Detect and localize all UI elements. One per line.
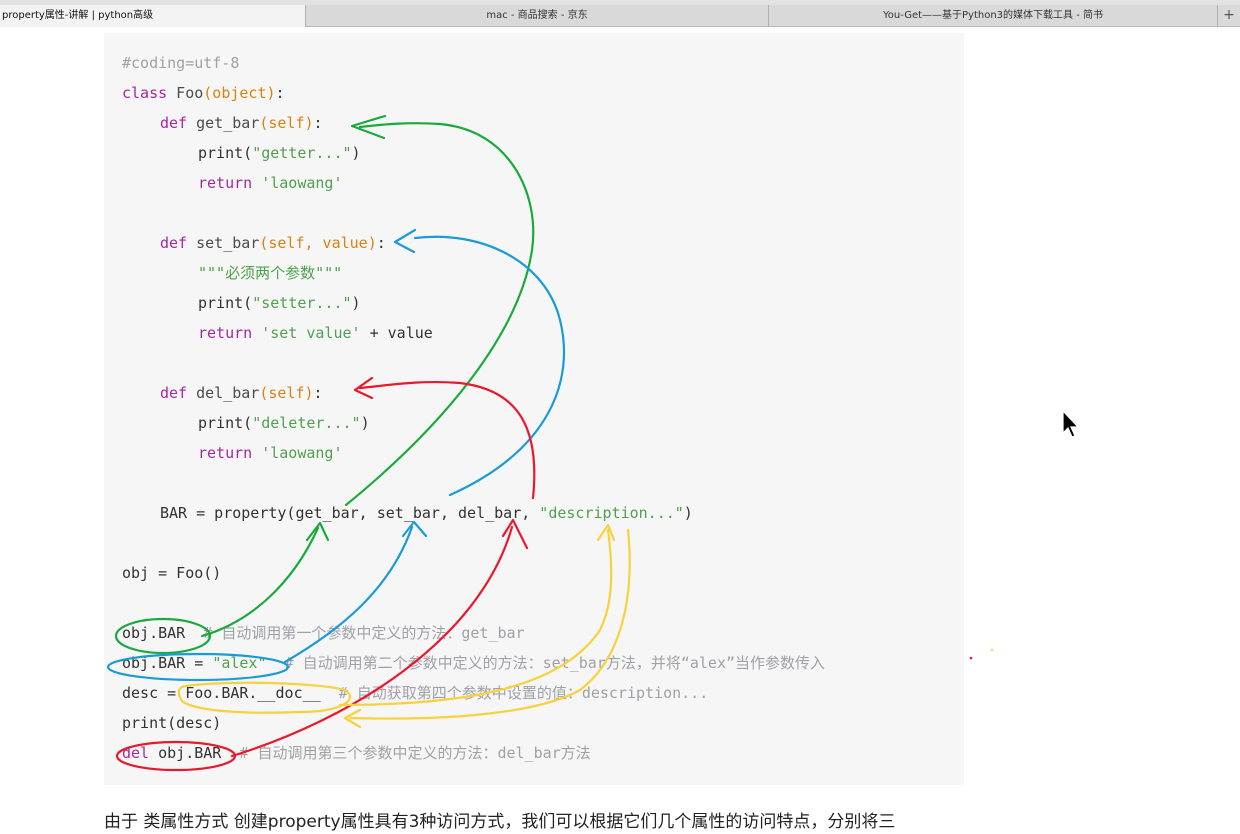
code-line-3: def get_bar(self): xyxy=(160,108,323,138)
green-annotation xyxy=(114,114,535,655)
mouse-cursor-icon xyxy=(1062,410,1080,438)
green-arrow-2 xyxy=(344,122,535,507)
string: "alex" xyxy=(212,654,267,672)
yellow-annotation xyxy=(177,523,631,729)
browser-tab-bar: property属性-讲解 | python高级 mac - 商品搜索 - 京东… xyxy=(0,0,1240,27)
blue-arrow-2 xyxy=(413,235,566,497)
red-arrow-1 xyxy=(230,525,514,758)
function-name: del_bar xyxy=(187,384,260,402)
blue-annotation xyxy=(106,228,566,682)
code-line-4: print("getter...") xyxy=(198,138,361,168)
yellow-arrowhead-2 xyxy=(343,708,362,729)
string: 'laowang' xyxy=(252,174,343,192)
colon: : xyxy=(275,84,285,102)
params: (object) xyxy=(203,84,276,102)
red-circle-del-obj-bar xyxy=(115,740,237,772)
code-text: ) xyxy=(351,294,361,312)
tab-property-lecture[interactable]: property属性-讲解 | python高级 xyxy=(0,5,306,27)
code-line-10: def del_bar(self): xyxy=(160,378,323,408)
code-line-18: print(desc) xyxy=(122,714,222,732)
code-line-14: obj = Foo() xyxy=(122,564,222,582)
keyword: class xyxy=(122,84,168,102)
colon: : xyxy=(376,234,386,252)
code-line-11: print("deleter...") xyxy=(198,408,370,438)
class-name: Foo xyxy=(167,84,204,102)
code-line-2: class Foo(object): xyxy=(122,78,285,108)
red-arrowhead-2 xyxy=(353,376,374,400)
green-circle-obj-bar xyxy=(114,617,212,655)
code-text: ) xyxy=(360,414,370,432)
code-line-15: obj.BAR # 自动调用第一个参数中定义的方法：get_bar xyxy=(122,618,525,648)
keyword: def xyxy=(160,234,188,252)
keyword: def xyxy=(160,114,188,132)
yellow-arrowhead-1 xyxy=(596,523,616,542)
code-text: obj.BAR = xyxy=(122,654,213,672)
comment: # 自动调用第一个参数中定义的方法：get_bar xyxy=(203,624,525,642)
red-arrowhead-1 xyxy=(501,518,529,550)
function-name: get_bar xyxy=(187,114,260,132)
code-line-1: #coding=utf-8 xyxy=(122,54,240,72)
blue-arrowhead-2 xyxy=(393,228,417,254)
code-text: ) xyxy=(683,504,693,522)
colon: : xyxy=(313,384,323,402)
tab-jd-search[interactable]: mac - 商品搜索 - 京东 xyxy=(306,5,769,27)
green-arrowhead-2 xyxy=(350,114,387,140)
code-text: print( xyxy=(198,294,253,312)
red-annotation xyxy=(115,376,536,772)
code-text: obj.BAR xyxy=(122,624,204,642)
function-name: set_bar xyxy=(187,234,260,252)
yellow-arrow-2 xyxy=(348,528,631,720)
keyword: return xyxy=(198,444,253,462)
code-line-7: """必须两个参数""" xyxy=(198,264,343,282)
keyword: def xyxy=(160,384,188,402)
string: 'laowang' xyxy=(252,444,343,462)
article-paragraph: 由于 类属性方式 创建property属性具有3种访问方式，我们可以根据它们几个… xyxy=(104,812,896,832)
keyword: return xyxy=(198,324,253,342)
yellow-circle-doc xyxy=(177,681,352,714)
code-block: #coding=utf-8 class Foo(object): def get… xyxy=(104,33,964,785)
string: 'set value' xyxy=(252,324,361,342)
blue-arrowhead-1 xyxy=(401,520,428,538)
code-line-13: BAR = property(get_bar, set_bar, del_bar… xyxy=(160,498,693,528)
new-tab-button[interactable]: + xyxy=(1223,7,1235,23)
code-line-19: del obj.BAR # 自动调用第三个参数中定义的方法：del_bar方法 xyxy=(122,738,591,768)
string: "description..." xyxy=(539,504,684,522)
params: (self, value) xyxy=(259,234,377,252)
stray-dot-red xyxy=(969,656,973,660)
params: (self) xyxy=(259,384,314,402)
yellow-arrow-1 xyxy=(338,528,613,707)
string: "setter..." xyxy=(252,294,352,312)
code-text: obj.BAR xyxy=(149,744,240,762)
code-text: print( xyxy=(198,144,253,162)
code-text: BAR = property(get_bar, set_bar, del_bar… xyxy=(160,504,540,522)
tab-bar-top-strip xyxy=(0,0,1240,5)
string: "getter..." xyxy=(252,144,352,162)
code-line-5: return 'laowang' xyxy=(198,168,343,198)
colon: : xyxy=(313,114,323,132)
code-text: desc = Foo.BAR.__doc__ xyxy=(122,684,339,702)
params: (self) xyxy=(259,114,314,132)
code-line-12: return 'laowang' xyxy=(198,438,343,468)
code-line-17: desc = Foo.BAR.__doc__ # 自动获取第四个参数中设置的值：… xyxy=(122,678,708,708)
comment: # 自动获取第四个参数中设置的值：description... xyxy=(338,684,709,702)
blue-circle-obj-bar-assign xyxy=(106,652,290,682)
string: "deleter..." xyxy=(252,414,361,432)
code-text: ) xyxy=(351,144,361,162)
green-arrow-1 xyxy=(200,526,320,638)
code-text: print( xyxy=(198,414,253,432)
tab-you-get[interactable]: You-Get——基于Python3的媒体下载工具 - 简书 xyxy=(769,5,1218,27)
code-line-9: return 'set value' + value xyxy=(198,318,433,348)
code-line-6: def set_bar(self, value): xyxy=(160,228,386,258)
blue-arrow-1 xyxy=(283,525,414,664)
code-text: + value xyxy=(360,324,433,342)
green-arrowhead-1 xyxy=(305,521,330,542)
red-arrow-2 xyxy=(358,380,536,500)
code-line-8: print("setter...") xyxy=(198,288,361,318)
stray-dot-yellow xyxy=(990,648,994,652)
keyword: return xyxy=(198,174,253,192)
